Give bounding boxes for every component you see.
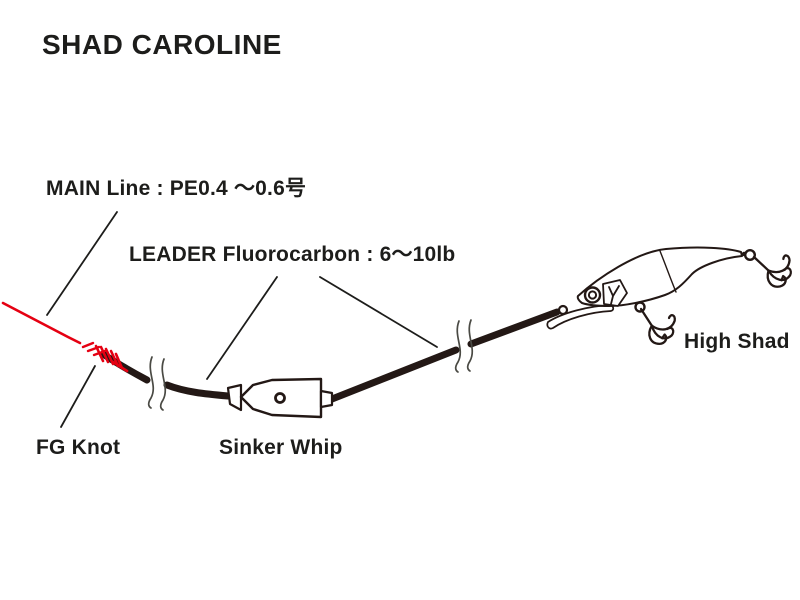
page-title: SHAD CAROLINE [42,29,282,60]
sinker-right-connector [319,389,334,409]
lure-body [576,246,743,307]
main-line-path [1,301,82,345]
fg-knot-label: FG Knot [36,436,121,459]
belly-treble-hook-icon [634,301,676,346]
pointer-line-leader-right [319,276,438,348]
sinker-whip-shape [226,377,334,419]
sinker-whip-label: Sinker Whip [219,436,343,459]
line-break-mark-left [147,356,167,411]
main-line-label: MAIN Line : PE0.4 ～0.6号 [46,177,307,200]
leader-label: LEADER Fluorocarbon : 6～10lb [129,243,456,266]
line-break-mark-right [454,319,474,373]
tail-treble-hook-icon [741,248,792,288]
sinker-line-hole [274,392,286,404]
lure-eye-pupil [587,290,598,300]
leader-segment-4 [467,308,561,348]
sinker-left-connector [226,383,243,412]
pointer-line-fg-knot [60,365,96,428]
leader-segment-3 [328,346,460,403]
high-shad-label: High Shad [684,330,790,353]
leader-segment-2 [163,381,232,400]
gill-marking [608,285,620,305]
pointer-line-leader-left [206,276,278,380]
lure-flank-line [659,250,677,293]
diving-lip [546,304,615,330]
pointer-line-main-line [46,211,118,316]
fg-knot-wraps [81,341,129,373]
high-shad-lure [546,246,792,346]
